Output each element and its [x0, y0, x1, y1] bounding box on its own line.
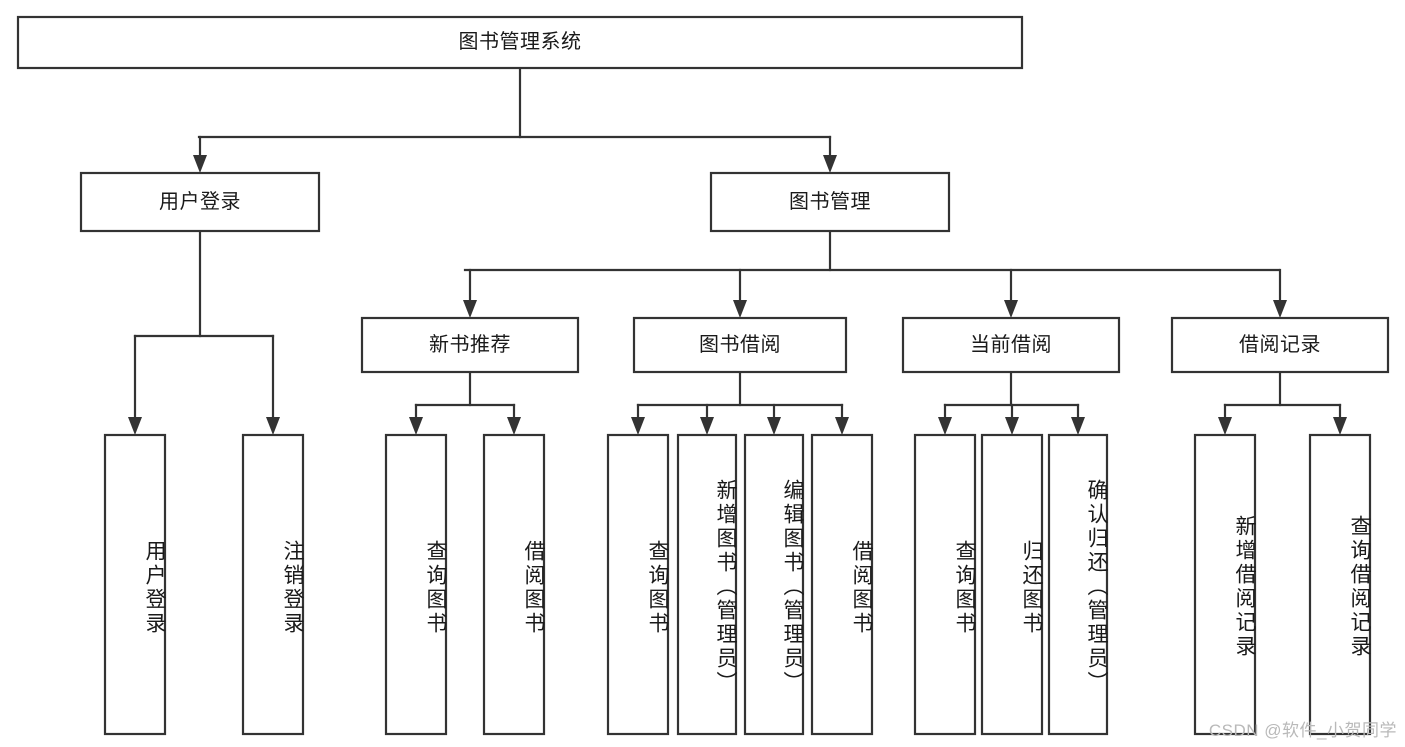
leaf-box[interactable] [913, 433, 977, 736]
leaf-box[interactable] [103, 433, 167, 736]
leaf-node[interactable] [243, 435, 303, 734]
arrow-head-icon [938, 417, 952, 435]
arrow-head-icon [835, 417, 849, 435]
level2-node[interactable] [634, 318, 846, 372]
arrow-head-icon [1273, 300, 1287, 318]
leaf-node[interactable] [982, 435, 1042, 734]
leaf-box[interactable] [384, 433, 448, 736]
leaf-node[interactable] [608, 435, 668, 734]
level1-box[interactable] [709, 171, 951, 233]
arrow-head-icon [266, 417, 280, 435]
level2-node[interactable] [903, 318, 1119, 372]
leaf-box[interactable] [676, 433, 738, 736]
leaf-box[interactable] [482, 433, 546, 736]
leaf-box[interactable] [980, 433, 1044, 736]
arrow-head-icon [700, 417, 714, 435]
level2-box[interactable] [632, 316, 848, 374]
leaf-box[interactable] [743, 433, 805, 736]
level2-node[interactable] [362, 318, 578, 372]
root-box[interactable] [16, 15, 1024, 70]
leaf-node[interactable] [484, 435, 544, 734]
leaf-box[interactable] [810, 433, 874, 736]
arrow-head-icon [823, 155, 837, 173]
arrow-head-icon [1004, 300, 1018, 318]
level2-box[interactable] [1170, 316, 1390, 374]
arrow-head-icon [507, 417, 521, 435]
arrow-head-icon [767, 417, 781, 435]
arrow-head-icon [1218, 417, 1232, 435]
root-node[interactable] [18, 17, 1022, 68]
csdn-watermark: CSDN @软件_小贺同学 [1208, 721, 1397, 740]
leaf-node[interactable] [812, 435, 872, 734]
leaf-box[interactable] [1308, 433, 1372, 736]
leaf-node[interactable] [1049, 435, 1107, 734]
level1-box[interactable] [79, 171, 321, 233]
leaf-node[interactable] [745, 435, 803, 734]
leaf-node[interactable] [1310, 435, 1370, 734]
level2-node[interactable] [1172, 318, 1388, 372]
arrow-head-icon [128, 417, 142, 435]
leaf-node[interactable] [1195, 435, 1255, 734]
leaf-box[interactable] [241, 433, 305, 736]
arrow-head-icon [193, 155, 207, 173]
level2-box[interactable] [901, 316, 1121, 374]
level2-box[interactable] [360, 316, 580, 374]
level1-node[interactable] [711, 173, 949, 231]
leaf-node[interactable] [105, 435, 165, 734]
arrow-head-icon [631, 417, 645, 435]
arrow-head-icon [409, 417, 423, 435]
leaf-node[interactable] [915, 435, 975, 734]
leaf-node[interactable] [678, 435, 736, 734]
arrow-head-icon [1071, 417, 1085, 435]
leaf-box[interactable] [1047, 433, 1109, 736]
level1-node[interactable] [81, 173, 319, 231]
leaf-box[interactable] [606, 433, 670, 736]
arrow-head-icon [733, 300, 747, 318]
arrow-head-icon [1333, 417, 1347, 435]
leaf-node[interactable] [386, 435, 446, 734]
leaf-box[interactable] [1193, 433, 1257, 736]
arrow-head-icon [1005, 417, 1019, 435]
arrow-head-icon [463, 300, 477, 318]
